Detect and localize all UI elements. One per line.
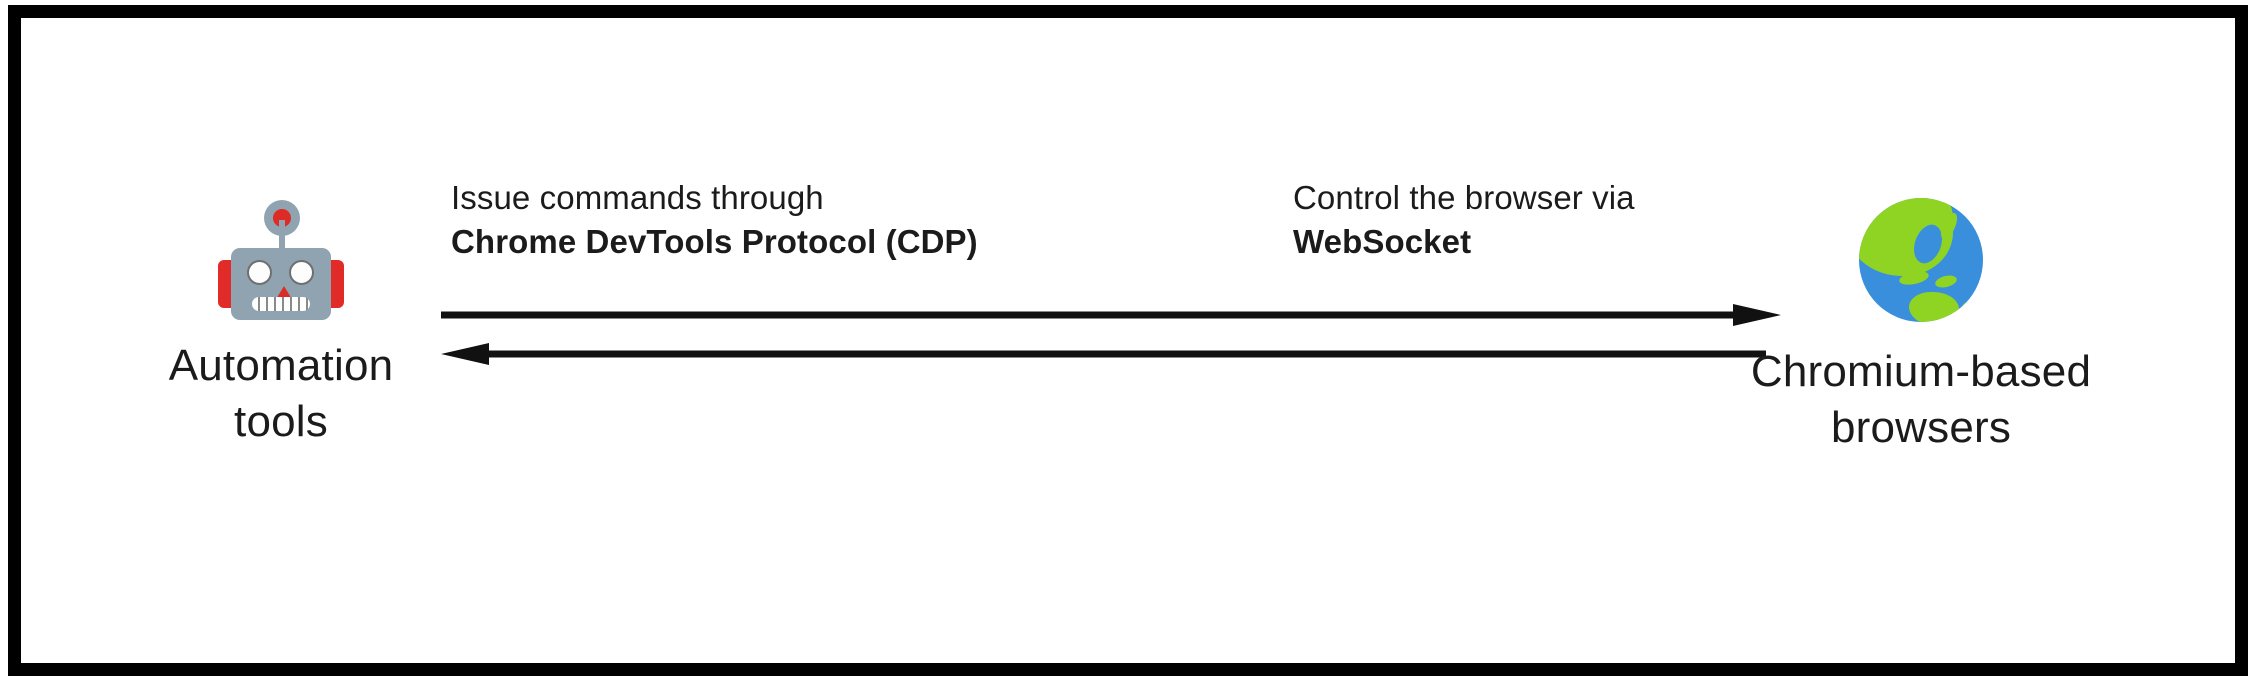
node-automation-tools: Automation tools	[121, 198, 441, 451]
connector-label-websocket-line2: WebSocket	[1293, 223, 1472, 261]
connector-label-websocket-line1: Control the browser via	[1293, 179, 1635, 216]
connector-label-cdp: Issue commands through Chrome DevTools P…	[451, 176, 978, 264]
diagram-frame: Automation tools	[8, 5, 2248, 676]
globe-land-australia-icon	[1909, 292, 1959, 322]
connector-arrows-svg	[441, 304, 1781, 365]
robot-eye-right-icon	[289, 260, 314, 285]
arrow-outbound	[441, 304, 1781, 326]
arrow-inbound	[441, 343, 1766, 365]
robot-antenna-light-icon	[273, 209, 291, 227]
node-chromium-browsers: Chromium-based browsers	[1701, 198, 2141, 457]
arrow-outbound-head-icon	[1733, 304, 1781, 326]
diagram-frame-inner: Automation tools	[21, 18, 2235, 663]
connector-label-cdp-line1: Issue commands through	[451, 179, 824, 216]
connector-label-websocket: Control the browser via WebSocket	[1293, 176, 1635, 264]
globe-icon	[1859, 198, 1983, 322]
arrow-inbound-head-icon	[441, 343, 489, 365]
globe-land-newzealand-icon	[1959, 300, 1979, 322]
robot-antenna-stem-icon	[279, 220, 285, 252]
connector-arrows	[441, 304, 1781, 366]
node-automation-tools-caption: Automation tools	[168, 341, 394, 447]
connector-label-cdp-line2: Chrome DevTools Protocol (CDP)	[451, 223, 978, 261]
globe-land-newguinea-icon	[1933, 273, 1959, 290]
robot-eye-left-icon	[247, 260, 272, 285]
node-chromium-browsers-caption: Chromium-based browsers	[1750, 347, 2092, 453]
robot-mouth-icon	[252, 297, 310, 311]
robot-icon	[216, 198, 346, 322]
